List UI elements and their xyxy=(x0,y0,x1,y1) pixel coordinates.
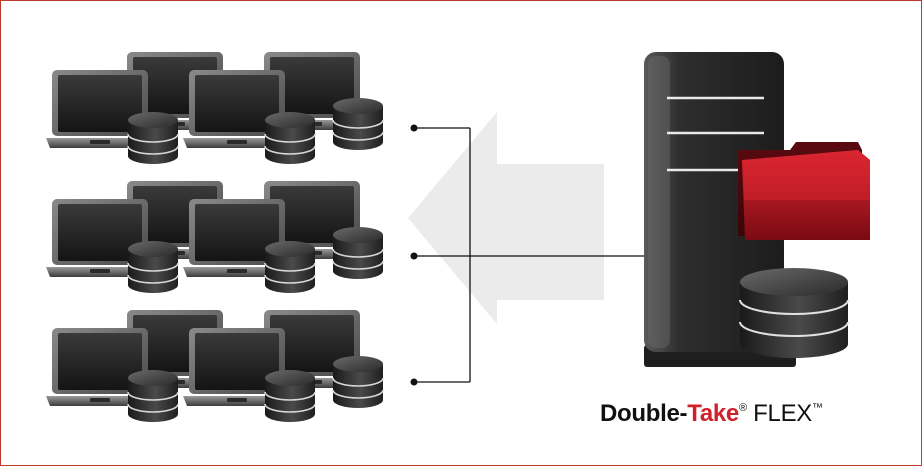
client-group-middle xyxy=(46,181,383,293)
connector-dot-bottom xyxy=(410,378,418,386)
brand-word-take: Take xyxy=(687,400,739,427)
connector-dot-middle xyxy=(410,252,418,260)
brand-logo: Double-Take® FLEX™ xyxy=(600,400,823,428)
brand-word-double: Double- xyxy=(600,400,688,427)
registered-mark: ® xyxy=(738,402,747,414)
client-group-top xyxy=(46,52,383,164)
server-database-icon xyxy=(739,268,849,358)
brand-word-flex: FLEX xyxy=(753,400,812,427)
red-folder-icon xyxy=(738,142,870,240)
connector-dot-top xyxy=(410,124,418,132)
connector-lines xyxy=(414,127,652,383)
transfer-arrow-icon xyxy=(408,112,604,324)
trademark-mark: ™ xyxy=(811,402,823,414)
client-group-bottom xyxy=(46,310,383,422)
